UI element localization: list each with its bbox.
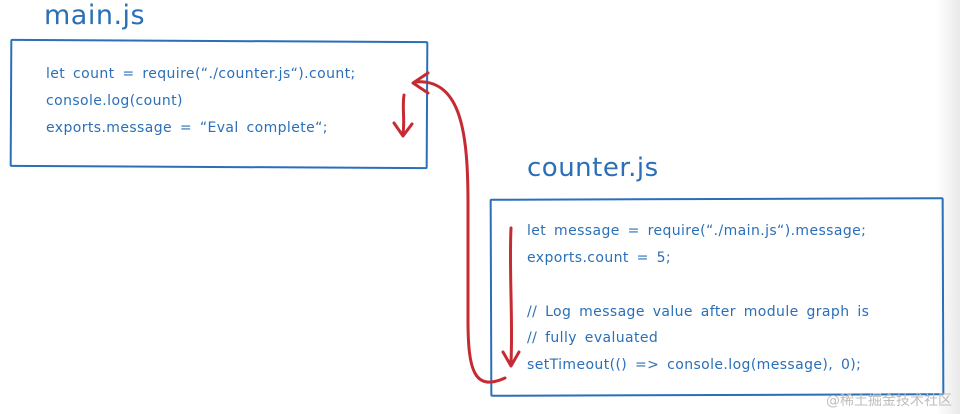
- edge-shadow: [936, 0, 960, 414]
- watermark: @稀土掘金技术社区: [826, 393, 952, 409]
- main-down-arrow-head: [392, 121, 414, 138]
- counter-code-line-1: let message = require(“./main.js“).messa…: [527, 223, 867, 239]
- main-module-title: main.js: [44, 0, 146, 31]
- main-code-line-2: console.log(count): [46, 93, 183, 109]
- main-code-line-3: exports.message = “Eval complete“;: [46, 120, 328, 136]
- main-down-arrow-shaft: [401, 93, 406, 135]
- main-code-line-1: let count = require(“./counter.js“).coun…: [46, 66, 356, 82]
- counter-module-title: counter.js: [527, 153, 659, 183]
- counter-down-arrow-head: [501, 350, 521, 368]
- counter-code-line-5: // fully evaluated: [527, 330, 659, 346]
- return-arrow-head: [411, 71, 430, 95]
- counter-code-line-6: setTimeout(() => console.log(message), 0…: [527, 357, 862, 373]
- counter-down-arrow-shaft: [508, 226, 514, 364]
- counter-code-line-2: exports.count = 5;: [527, 250, 672, 266]
- return-arrow-curve: [413, 80, 507, 384]
- counter-code-line-4: // Log message value after module graph …: [527, 304, 870, 320]
